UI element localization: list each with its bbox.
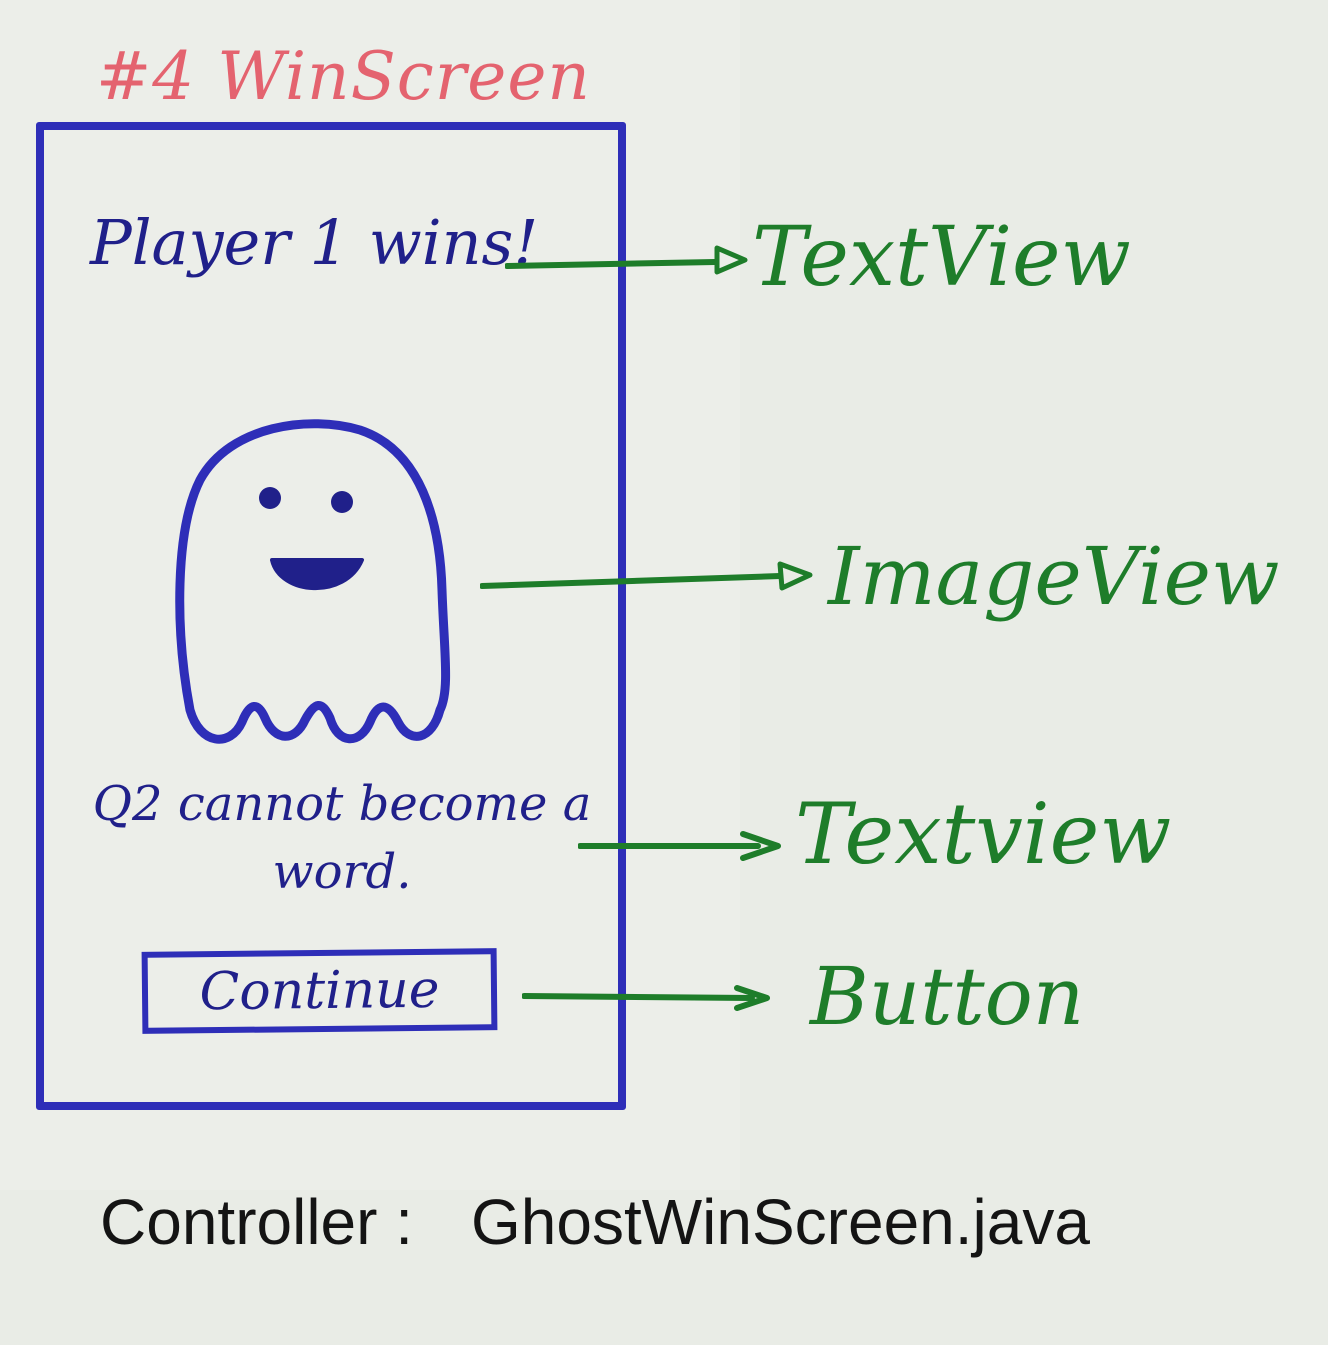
screen-title: #4 WinScreen: [96, 38, 591, 115]
ghost-image: [175, 419, 451, 744]
arrow-imageview: [480, 561, 813, 591]
annotation-imageview: ImageView: [828, 530, 1280, 623]
controller-filename: GhostWinScreen.java: [471, 1186, 1090, 1258]
controller-caption: Controller : GhostWinScreen.java: [0, 1185, 1328, 1259]
annotation-textview-bottom: Textview: [795, 785, 1172, 883]
message-textview: Q2 cannot become a word.: [92, 776, 592, 900]
ghost-left-eye: [259, 487, 281, 509]
ghost-right-eye: [331, 491, 353, 513]
controller-label: Controller :: [100, 1186, 413, 1258]
continue-button[interactable]: Continue: [141, 948, 498, 1034]
winner-textview: Player 1 wins!: [90, 206, 539, 279]
ghost-mouth: [270, 558, 364, 591]
arrow-textview-bottom: [578, 831, 781, 861]
paper-background: [0, 0, 740, 1190]
arrow-textview-top: [505, 245, 748, 275]
phone-frame: [36, 122, 626, 1110]
ghost-outline: [175, 419, 451, 744]
annotation-textview-top: TextView: [752, 210, 1131, 305]
annotation-button: Button: [810, 950, 1085, 1043]
arrow-button: [522, 985, 770, 1011]
